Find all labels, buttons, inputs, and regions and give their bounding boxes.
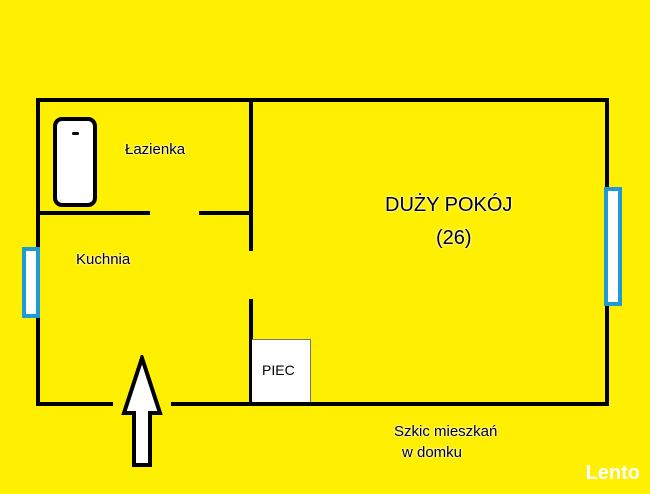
room-label-kitchen: Kuchnia bbox=[76, 251, 131, 268]
interior-wall-bath-kitchen-right bbox=[199, 211, 252, 215]
outer-wall-bottom-right bbox=[171, 402, 609, 406]
interior-wall-bath-kitchen-left bbox=[36, 211, 150, 215]
bathtub-icon bbox=[53, 117, 97, 207]
caption-line-1: Szkic mieszkań bbox=[394, 423, 498, 440]
window-right-icon bbox=[604, 187, 622, 306]
outer-wall-bottom-left bbox=[36, 402, 113, 406]
window-left-icon bbox=[22, 247, 40, 318]
caption-line-2: w domku bbox=[402, 444, 463, 461]
interior-wall-vertical-bottom bbox=[249, 299, 253, 406]
entrance-arrow-icon bbox=[121, 355, 163, 467]
outer-wall-top bbox=[36, 98, 609, 102]
room-label-living-room: DUŻY POKÓJ bbox=[385, 194, 513, 216]
stove-label: PIEC bbox=[262, 362, 295, 378]
interior-wall-vertical-top bbox=[249, 98, 253, 251]
room-label-bathroom: Łazienka bbox=[125, 141, 186, 158]
room-area-living-room: (26) bbox=[436, 227, 472, 249]
drain-icon bbox=[72, 132, 79, 135]
stove-fixture: PIEC bbox=[252, 339, 311, 402]
watermark-logo: Lento bbox=[585, 462, 640, 484]
